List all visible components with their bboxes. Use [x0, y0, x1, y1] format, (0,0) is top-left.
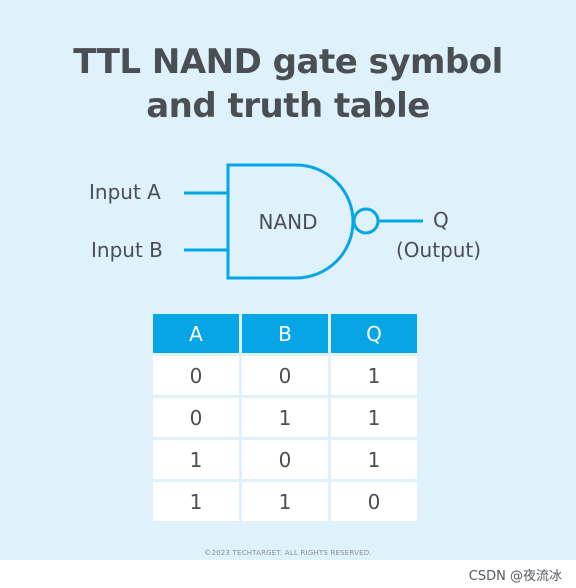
- table-cell: 0: [153, 398, 239, 437]
- table-cell: 1: [331, 398, 417, 437]
- table-cell: 0: [331, 482, 417, 521]
- table-cell: 0: [242, 356, 328, 395]
- table-cell: 1: [242, 482, 328, 521]
- table-cell: 1: [331, 356, 417, 395]
- watermark-text: CSDN @夜流冰: [468, 569, 562, 584]
- page-title: TTL NAND gate symbol and truth table: [0, 40, 576, 128]
- header-cell-a: A: [153, 314, 239, 353]
- table-row: 0 1 1: [153, 398, 417, 437]
- truth-table-header-row: A B Q: [153, 314, 417, 353]
- output-sublabel: (Output): [396, 238, 482, 262]
- header-cell-q: Q: [331, 314, 417, 353]
- table-row: 1 0 1: [153, 440, 417, 479]
- inversion-bubble: [352, 207, 380, 235]
- nand-gate-symbol: NAND: [184, 163, 423, 280]
- table-row: 0 0 1: [153, 356, 417, 395]
- table-row: 1 1 0: [153, 482, 417, 521]
- gate-label: NAND: [258, 210, 317, 234]
- title-line-2: and truth table: [146, 86, 430, 126]
- table-cell: 1: [153, 482, 239, 521]
- watermark-bar: CSDN @夜流冰: [0, 560, 576, 588]
- table-cell: 1: [153, 440, 239, 479]
- title-line-1: TTL NAND gate symbol: [73, 42, 503, 82]
- table-cell: 0: [153, 356, 239, 395]
- input-a-label: Input A: [89, 180, 161, 204]
- input-b-label: Input B: [91, 238, 163, 262]
- table-cell: 1: [331, 440, 417, 479]
- table-cell: 0: [242, 440, 328, 479]
- table-cell: 1: [242, 398, 328, 437]
- copyright-notice: ©2023 TECHTARGET. ALL RIGHTS RESERVED.: [204, 549, 372, 557]
- header-cell-b: B: [242, 314, 328, 353]
- truth-table: A B Q 0 0 1 0 1 1 1 0 1 1 1: [150, 311, 420, 524]
- output-label: Q: [433, 208, 449, 232]
- nand-gate-body: [226, 163, 355, 280]
